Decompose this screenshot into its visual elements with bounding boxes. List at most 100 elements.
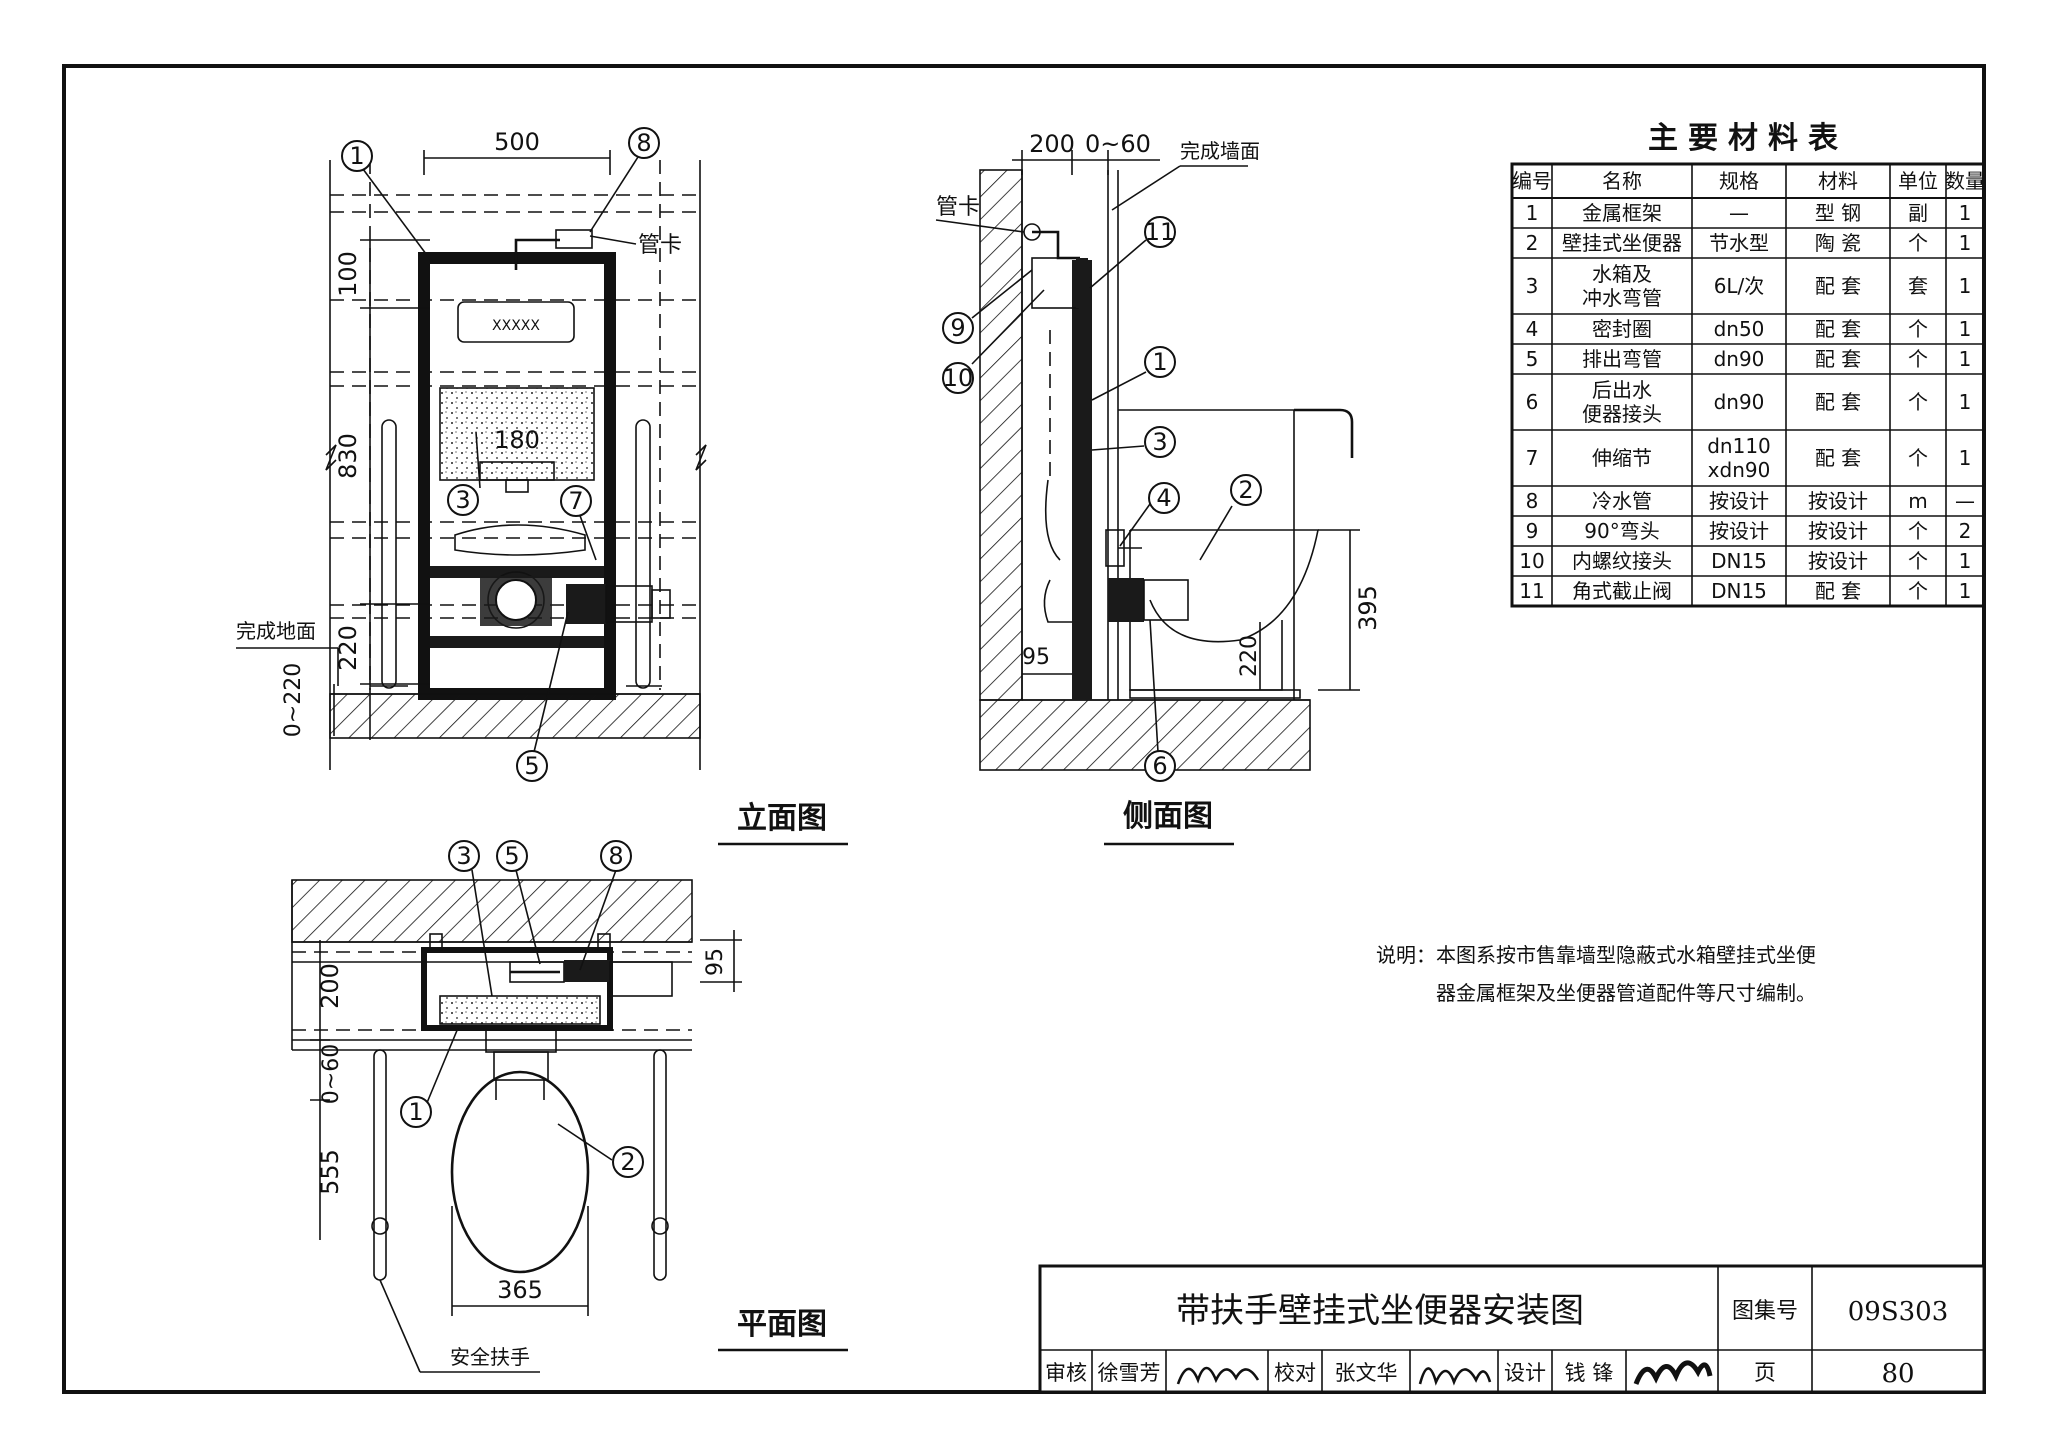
atlas-no: 09S303 bbox=[1848, 1297, 1949, 1327]
table-cell-3-1: 密封圈 bbox=[1592, 317, 1652, 341]
table-cell-8-5: 2 bbox=[1959, 519, 1972, 543]
check-label: 校对 bbox=[1274, 1361, 1316, 1385]
dim-100: 100 bbox=[334, 251, 362, 297]
table-header-3: 材料 bbox=[1818, 169, 1858, 193]
table-cell-1-2: 节水型 bbox=[1709, 231, 1769, 255]
title-block: 带扶手壁挂式坐便器安装图 图集号 09S303 页 80 审核 徐雪芳 校对 张… bbox=[1038, 1264, 1986, 1394]
table-cell-2-0: 3 bbox=[1526, 274, 1539, 298]
designer-name: 钱 锋 bbox=[1565, 1361, 1614, 1385]
table-cell-8-2: 按设计 bbox=[1709, 519, 1769, 543]
table-header-2: 规格 bbox=[1719, 169, 1759, 193]
callout-plan-5: 5 bbox=[504, 842, 519, 870]
table-cell-5-1: 后出水便器接头 bbox=[1582, 378, 1662, 426]
dim-0-220: 0~220 bbox=[281, 663, 306, 737]
elevation-title: 立面图 bbox=[737, 801, 827, 836]
table-cell-4-4: 个 bbox=[1908, 347, 1928, 371]
label-safety-handrail: 安全扶手 bbox=[450, 1345, 530, 1369]
callout-elev-8: 8 bbox=[636, 129, 651, 157]
callout-side-10: 10 bbox=[943, 364, 974, 392]
table-cell-2-4: 套 bbox=[1908, 274, 1928, 298]
table-cell-7-3: 按设计 bbox=[1808, 489, 1868, 513]
callout-plan-1: 1 bbox=[408, 1098, 423, 1126]
table-cell-6-5: 1 bbox=[1959, 446, 1972, 470]
note-line-1: 说明：本图系按市售靠墙型隐蔽式水箱壁挂式坐便 bbox=[1376, 943, 1816, 967]
callout-side-2: 2 bbox=[1238, 476, 1253, 504]
table-header-5: 数量 bbox=[1945, 169, 1985, 193]
table-cell-0-2: — bbox=[1729, 201, 1749, 225]
callout-side-1: 1 bbox=[1152, 348, 1167, 376]
callout-plan-8: 8 bbox=[608, 842, 623, 870]
table-cell-4-3: 配 套 bbox=[1815, 347, 1861, 371]
table-cell-8-4: 个 bbox=[1908, 519, 1928, 543]
table-cell-9-5: 1 bbox=[1959, 549, 1972, 573]
checker-signature bbox=[1418, 1367, 1492, 1386]
callout-plan-3: 3 bbox=[456, 842, 471, 870]
tank-plate-label: XXXXX bbox=[492, 318, 540, 334]
dim-plan-365: 365 bbox=[497, 1276, 543, 1304]
table-cell-5-0: 6 bbox=[1526, 390, 1539, 414]
dim-plan-0-60: 0~60 bbox=[319, 1044, 344, 1104]
plan-view: 200 0~60 555 95 365 安全扶手 bbox=[291, 869, 742, 1373]
callout-side-11: 11 bbox=[1145, 218, 1176, 246]
callout-elev-7: 7 bbox=[568, 487, 583, 515]
dim-side-395: 395 bbox=[1354, 585, 1382, 631]
table-cell-9-4: 个 bbox=[1908, 549, 1928, 573]
table-cell-0-3: 型 钢 bbox=[1815, 201, 1861, 225]
table-cell-0-4: 副 bbox=[1908, 201, 1928, 225]
callout-elev-1: 1 bbox=[349, 142, 364, 170]
checker-name: 张文华 bbox=[1335, 1361, 1398, 1385]
table-cell-9-3: 按设计 bbox=[1808, 549, 1868, 573]
table-cell-6-3: 配 套 bbox=[1815, 446, 1861, 470]
table-cell-5-3: 配 套 bbox=[1815, 390, 1861, 414]
callout-side-3: 3 bbox=[1152, 428, 1167, 456]
table-cell-9-1: 内螺纹接头 bbox=[1572, 549, 1672, 573]
table-cell-8-3: 按设计 bbox=[1808, 519, 1868, 543]
table-cell-2-3: 配 套 bbox=[1815, 274, 1861, 298]
side-view: 200 0~60 395 220 95 完成墙面 管卡 bbox=[935, 130, 1382, 771]
table-cell-0-0: 1 bbox=[1526, 201, 1539, 225]
page-label: 页 bbox=[1754, 1361, 1776, 1386]
table-cell-10-0: 11 bbox=[1519, 579, 1544, 603]
note-line-2: 器金属框架及坐便器管道配件等尺寸编制。 bbox=[1436, 981, 1816, 1005]
table-cell-10-1: 角式截止阀 bbox=[1572, 579, 1672, 603]
callout-side-9: 9 bbox=[950, 314, 965, 342]
table-cell-8-1: 90°弯头 bbox=[1584, 519, 1659, 543]
table-cell-4-5: 1 bbox=[1959, 347, 1972, 371]
side-title: 侧面图 bbox=[1123, 799, 1213, 834]
reviewer-signature bbox=[1176, 1366, 1260, 1385]
sheet-border bbox=[62, 64, 1986, 1394]
table-cell-10-4: 个 bbox=[1908, 579, 1928, 603]
table-cell-10-2: DN15 bbox=[1711, 579, 1767, 603]
table-cell-9-2: DN15 bbox=[1711, 549, 1767, 573]
callout-elev-5: 5 bbox=[524, 752, 539, 780]
dim-side-220: 220 bbox=[1237, 635, 1262, 677]
table-cell-4-0: 5 bbox=[1526, 347, 1539, 371]
table-cell-7-5: — bbox=[1955, 489, 1975, 513]
table-cell-7-2: 按设计 bbox=[1709, 489, 1769, 513]
table-cell-5-2: dn90 bbox=[1714, 390, 1765, 414]
table-cell-4-2: dn90 bbox=[1714, 347, 1765, 371]
elevation-callouts: 1 8 3 7 5 bbox=[341, 127, 660, 782]
table-cell-6-1: 伸缩节 bbox=[1592, 446, 1652, 470]
table-cell-1-5: 1 bbox=[1959, 231, 1972, 255]
callout-elev-3: 3 bbox=[455, 486, 470, 514]
table-cell-1-4: 个 bbox=[1908, 231, 1928, 255]
label-finished-wall: 完成墙面 bbox=[1180, 139, 1260, 163]
table-cell-3-5: 1 bbox=[1959, 317, 1972, 341]
dim-plan-555: 555 bbox=[316, 1149, 344, 1195]
reviewer-name: 徐雪芳 bbox=[1098, 1361, 1161, 1385]
plan-title: 平面图 bbox=[737, 1307, 827, 1342]
table-cell-2-2: 6L/次 bbox=[1714, 274, 1765, 298]
label-pipe-clamp: 管卡 bbox=[638, 233, 682, 258]
review-label: 审核 bbox=[1045, 1361, 1087, 1385]
table-cell-2-1: 水箱及冲水弯管 bbox=[1582, 262, 1662, 310]
atlas-label: 图集号 bbox=[1732, 1299, 1798, 1324]
dim-side-200: 200 bbox=[1029, 130, 1075, 158]
table-cell-10-3: 配 套 bbox=[1815, 579, 1861, 603]
dim-830: 830 bbox=[334, 433, 362, 479]
table-cell-5-4: 个 bbox=[1908, 390, 1928, 414]
table-cell-8-0: 9 bbox=[1526, 519, 1539, 543]
table-cell-10-5: 1 bbox=[1959, 579, 1972, 603]
table-cell-3-0: 4 bbox=[1526, 317, 1539, 341]
